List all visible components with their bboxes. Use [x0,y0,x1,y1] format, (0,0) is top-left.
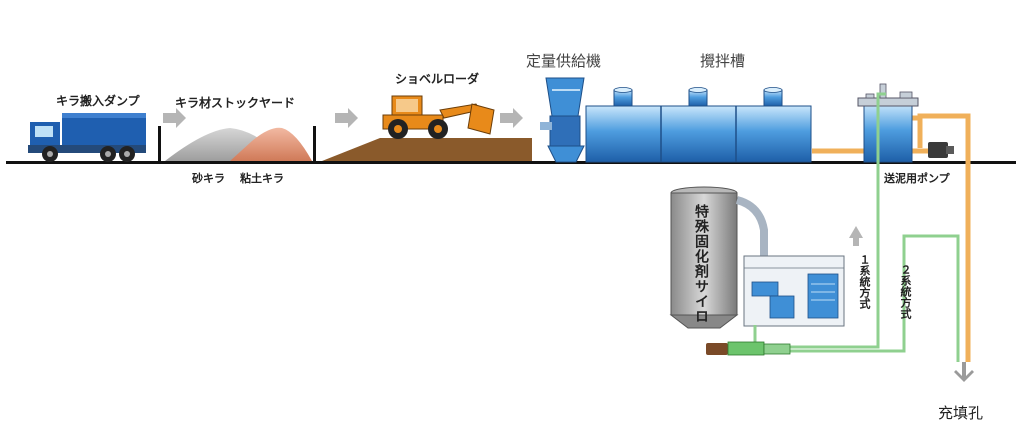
slurry-pump [928,142,954,158]
flow-arrow-icon [500,108,523,128]
label-system1: １系統方式 [858,254,871,309]
label-fill-hole: 充填孔 [938,404,984,422]
feeder [540,77,585,163]
label-shovel-loader: ショベルローダ [395,72,480,86]
up-arrow-icon [849,226,863,246]
clay-pile [230,127,312,161]
flow-arrow-icon [163,108,186,128]
label-clay: 粘土キラ [240,172,284,185]
label-system2: ２系統方式 [899,264,912,319]
label-dump-truck: キラ搬入ダンプ [56,94,140,108]
injection-pump [706,341,791,356]
label-stock-yard: キラ材ストックヤード [175,96,296,110]
yard-divider [158,126,161,162]
plant-housing [743,255,845,327]
mixing-tanks [585,87,812,163]
soil-ramp [322,138,532,161]
label-pump: 送泥用ポンプ [884,172,950,185]
label-mixing-tank: 攪拌槽 [700,52,746,70]
label-sand: 砂キラ [192,172,225,185]
label-feeder: 定量供給機 [526,52,602,70]
pump-tank [857,83,919,163]
silo [669,186,739,329]
down-arrow-icon [954,362,974,382]
shovel-loader [382,95,495,139]
dump-truck [28,113,146,162]
label-silo: 特殊固化剤サイロ [693,204,709,324]
flow-arrow-icon [335,108,358,128]
silo-duct [735,196,768,286]
ground-line [6,161,1016,164]
yard-divider [313,126,316,162]
slurry-pipe-green [753,92,960,362]
